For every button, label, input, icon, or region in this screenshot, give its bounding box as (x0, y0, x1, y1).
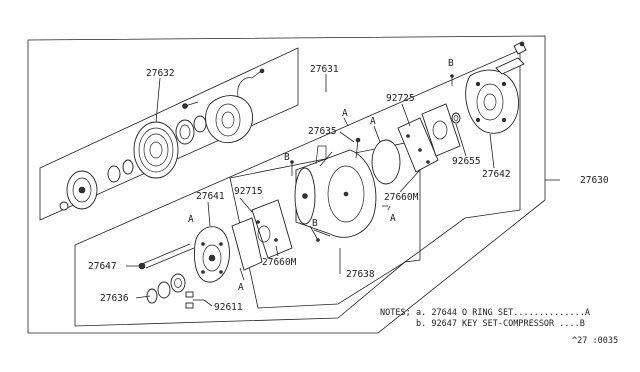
valve-plate-part (397, 103, 461, 173)
label-92655: 92655 (452, 156, 481, 167)
clutch-shims-part (107, 159, 134, 183)
label-92725: 92725 (386, 93, 415, 104)
through-bolts-part (138, 243, 195, 270)
notes-line-1: a. 27644 O RING SET..............A (416, 308, 590, 318)
clutch-hub-part (59, 170, 98, 211)
leader-27641 (207, 201, 211, 227)
leader-a-bottom (239, 267, 245, 281)
marker-b-3: B (312, 218, 318, 229)
label-27638: 27638 (346, 269, 375, 280)
leader-92655 (455, 123, 467, 157)
shaft-seal-part (146, 273, 186, 304)
marker-a-4: A (238, 282, 244, 293)
leader-a-mid (343, 117, 349, 127)
front-head-part (194, 226, 230, 283)
leader-27660m-top (399, 169, 421, 193)
leader-92715 (239, 197, 253, 213)
leader-27636 (135, 295, 151, 299)
small-key-part (185, 291, 204, 309)
bearing-part (175, 115, 207, 145)
clutch-bolt-part (182, 101, 199, 109)
notes-prefix: NOTES; (380, 308, 411, 318)
compressor-body-part (294, 145, 377, 238)
label-92715: 92715 (234, 186, 263, 197)
label-27632: 27632 (146, 68, 175, 79)
body-gasket-part (371, 139, 401, 185)
outer-assembly-frame (27, 35, 546, 334)
field-coil-part (205, 68, 265, 144)
clutch-group-frame (39, 47, 299, 221)
leader-92725 (401, 103, 411, 127)
marker-b-1: B (448, 58, 454, 69)
marker-b-2: B (284, 152, 290, 163)
front-plate-part (231, 199, 293, 271)
label-27660m-bottom: 27660M (262, 257, 297, 268)
rear-head-part (465, 69, 519, 134)
marker-a-5: A (390, 213, 396, 224)
leader-b-right (387, 205, 391, 211)
leader-a-right (373, 125, 381, 143)
label-27641: 27641 (196, 191, 225, 202)
body-bolts-part (290, 137, 388, 242)
pulley-part (133, 121, 179, 179)
label-27660m-top: 27660M (384, 192, 419, 203)
label-27631: 27631 (310, 64, 339, 75)
marker-a-3: A (188, 214, 194, 225)
compressor-group-frame (74, 49, 521, 327)
label-27630: 27630 (580, 175, 609, 186)
rear-seal-part (451, 112, 461, 124)
leader-27642 (489, 133, 495, 169)
label-92611: 92611 (214, 302, 243, 313)
b-key-top-part (450, 74, 454, 86)
label-27635: 27635 (308, 126, 337, 137)
label-27636: 27636 (100, 293, 129, 304)
label-27642: 27642 (482, 169, 511, 180)
leader-27632 (155, 77, 161, 123)
leader-27660m-bottom (275, 245, 279, 257)
marker-a-2: A (370, 116, 376, 127)
diagram-code: ^27 :0035 (572, 336, 618, 346)
marker-a-1: A (342, 108, 348, 119)
leader-27635 (339, 131, 355, 143)
label-27647: 27647 (88, 261, 117, 272)
rear-fitting-part (495, 41, 527, 75)
notes-line-2: b. 92647 KEY SET-COMPRESSOR ....B (416, 319, 585, 329)
leader-92611 (203, 299, 213, 307)
